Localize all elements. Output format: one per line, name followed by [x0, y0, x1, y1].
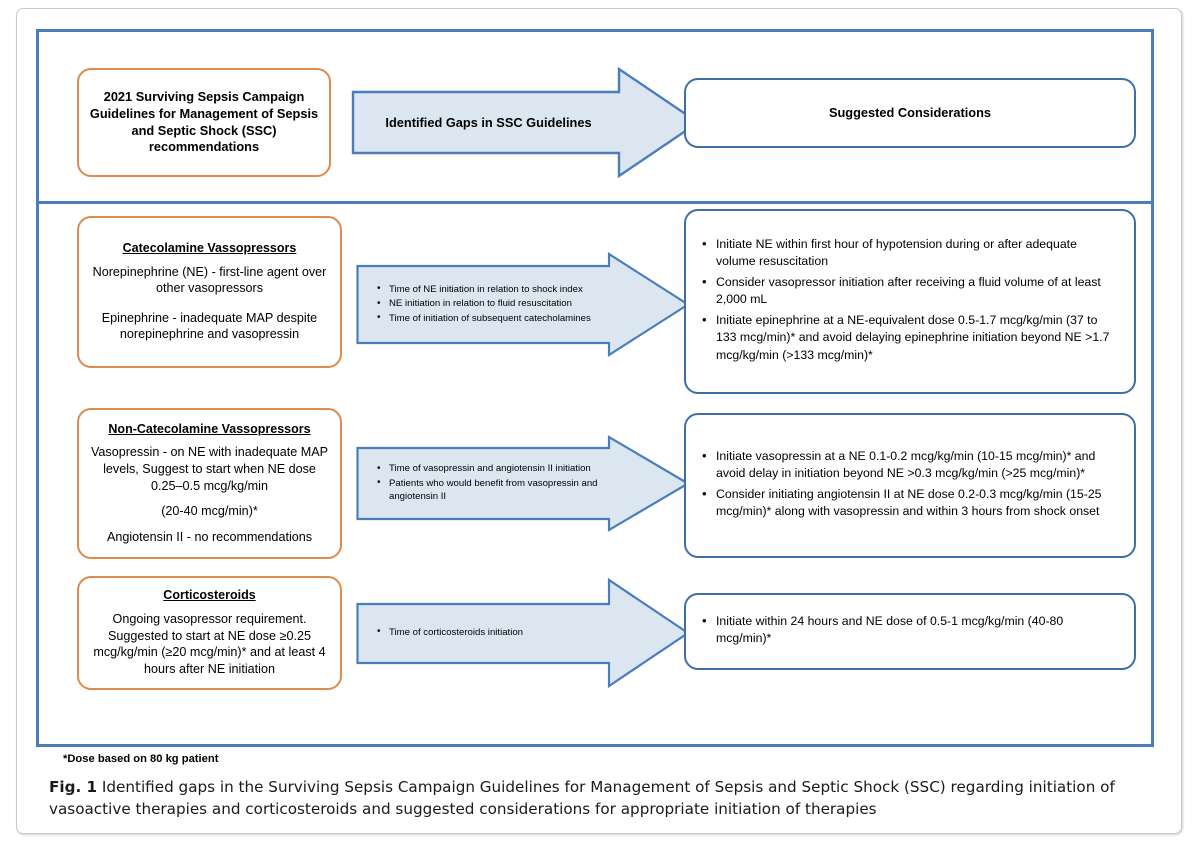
- row-catecholamine-title: Catecolamine Vassopressors: [122, 240, 297, 255]
- gap-item: Patients who would benefit from vasopres…: [377, 476, 608, 504]
- identified-gaps-arrow-label: Identified Gaps in SSC Guidelines: [385, 115, 592, 130]
- row-catecholamine-considerations-list: Initiate NE within first hour of hypoten…: [686, 235, 1134, 367]
- figure-card: 2021 Surviving Sepsis Campaign Guideline…: [16, 8, 1182, 834]
- row-catecholamine-gaps-list: Time of NE initiation in relation to sho…: [372, 282, 608, 327]
- header-divider: [39, 201, 1151, 204]
- consideration-item: Initiate vasopressin at a NE 0.1-0.2 mcg…: [702, 447, 1118, 483]
- row-non-catecholamine-considerations-box: Initiate vasopressin at a NE 0.1-0.2 mcg…: [684, 413, 1136, 558]
- row-catecholamine-gaps-arrow: Time of NE initiation in relation to sho…: [356, 252, 691, 357]
- suggested-considerations-box: Suggested Considerations: [684, 78, 1136, 148]
- row-non-catecholamine-line-1: Vasopressin - on NE with inadequate MAP …: [90, 445, 329, 493]
- identified-gaps-arrow: Identified Gaps in SSC Guidelines: [351, 66, 701, 179]
- row-corticosteroids-gaps-list: Time of corticosteroids initiation: [372, 625, 608, 641]
- figure-caption-text: Identified gaps in the Surviving Sepsis …: [49, 778, 1115, 818]
- source-guidelines-label: 2021 Surviving Sepsis Campaign Guideline…: [89, 89, 319, 155]
- diagram-frame: [36, 29, 1154, 747]
- row-corticosteroids-left-box: Corticosteroids Ongoing vasopressor requ…: [77, 576, 342, 690]
- figure-number: Fig. 1: [49, 778, 98, 796]
- gap-item: Time of corticosteroids initiation: [377, 625, 608, 640]
- row-non-catecholamine-gaps-list: Time of vasopressin and angiotensin II i…: [372, 462, 608, 505]
- row-non-catecholamine-gaps-arrow: Time of vasopressin and angiotensin II i…: [356, 435, 691, 532]
- row-catecholamine-considerations-box: Initiate NE within first hour of hypoten…: [684, 209, 1136, 394]
- row-catecholamine-line-2: Epinephrine - inadequate MAP despite nor…: [101, 310, 318, 342]
- gap-item: Time of vasopressin and angiotensin II i…: [377, 462, 608, 476]
- row-corticosteroids-line-1: Ongoing vasopressor requirement. Suggest…: [93, 612, 326, 676]
- gap-item: Time of NE initiation in relation to sho…: [377, 282, 608, 297]
- row-corticosteroids-considerations-box: Initiate within 24 hours and NE dose of …: [684, 593, 1136, 670]
- consideration-item: Initiate epinephrine at a NE-equivalent …: [702, 311, 1118, 364]
- row-non-catecholamine-considerations-list: Initiate vasopressin at a NE 0.1-0.2 mcg…: [686, 447, 1134, 524]
- suggested-considerations-label: Suggested Considerations: [828, 104, 992, 120]
- row-catecholamine-left-box: Catecolamine Vassopressors Norepinephrin…: [77, 216, 342, 368]
- row-corticosteroids-considerations-list: Initiate within 24 hours and NE dose of …: [686, 612, 1134, 651]
- figure-caption: Fig. 1 Identified gaps in the Surviving …: [49, 777, 1169, 820]
- row-non-catecholamine-line-2: (20-40 mcg/min)*: [161, 504, 258, 519]
- row-corticosteroids-gaps-arrow: Time of corticosteroids initiation: [356, 577, 691, 689]
- source-guidelines-box: 2021 Surviving Sepsis Campaign Guideline…: [77, 68, 331, 177]
- consideration-item: Initiate within 24 hours and NE dose of …: [702, 612, 1118, 648]
- row-non-catecholamine-title: Non-Catecolamine Vassopressors: [108, 421, 311, 436]
- row-non-catecholamine-left-box: Non-Catecolamine Vassopressors Vasopress…: [77, 408, 342, 559]
- consideration-item: Initiate NE within first hour of hypoten…: [702, 235, 1118, 271]
- row-catecholamine-line-1: Norepinephrine (NE) - first-line agent o…: [92, 264, 327, 296]
- row-non-catecholamine-line-3: Angiotensin II - no recommendations: [106, 529, 313, 544]
- gap-item: Time of initiation of subsequent catecho…: [377, 311, 608, 326]
- consideration-item: Consider vasopressor initiation after re…: [702, 273, 1118, 309]
- row-corticosteroids-title: Corticosteroids: [163, 588, 256, 603]
- consideration-item: Consider initiating angiotensin II at NE…: [702, 485, 1118, 521]
- dose-footnote: *Dose based on 80 kg patient: [63, 753, 219, 765]
- gap-item: NE initiation in relation to fluid resus…: [377, 297, 608, 311]
